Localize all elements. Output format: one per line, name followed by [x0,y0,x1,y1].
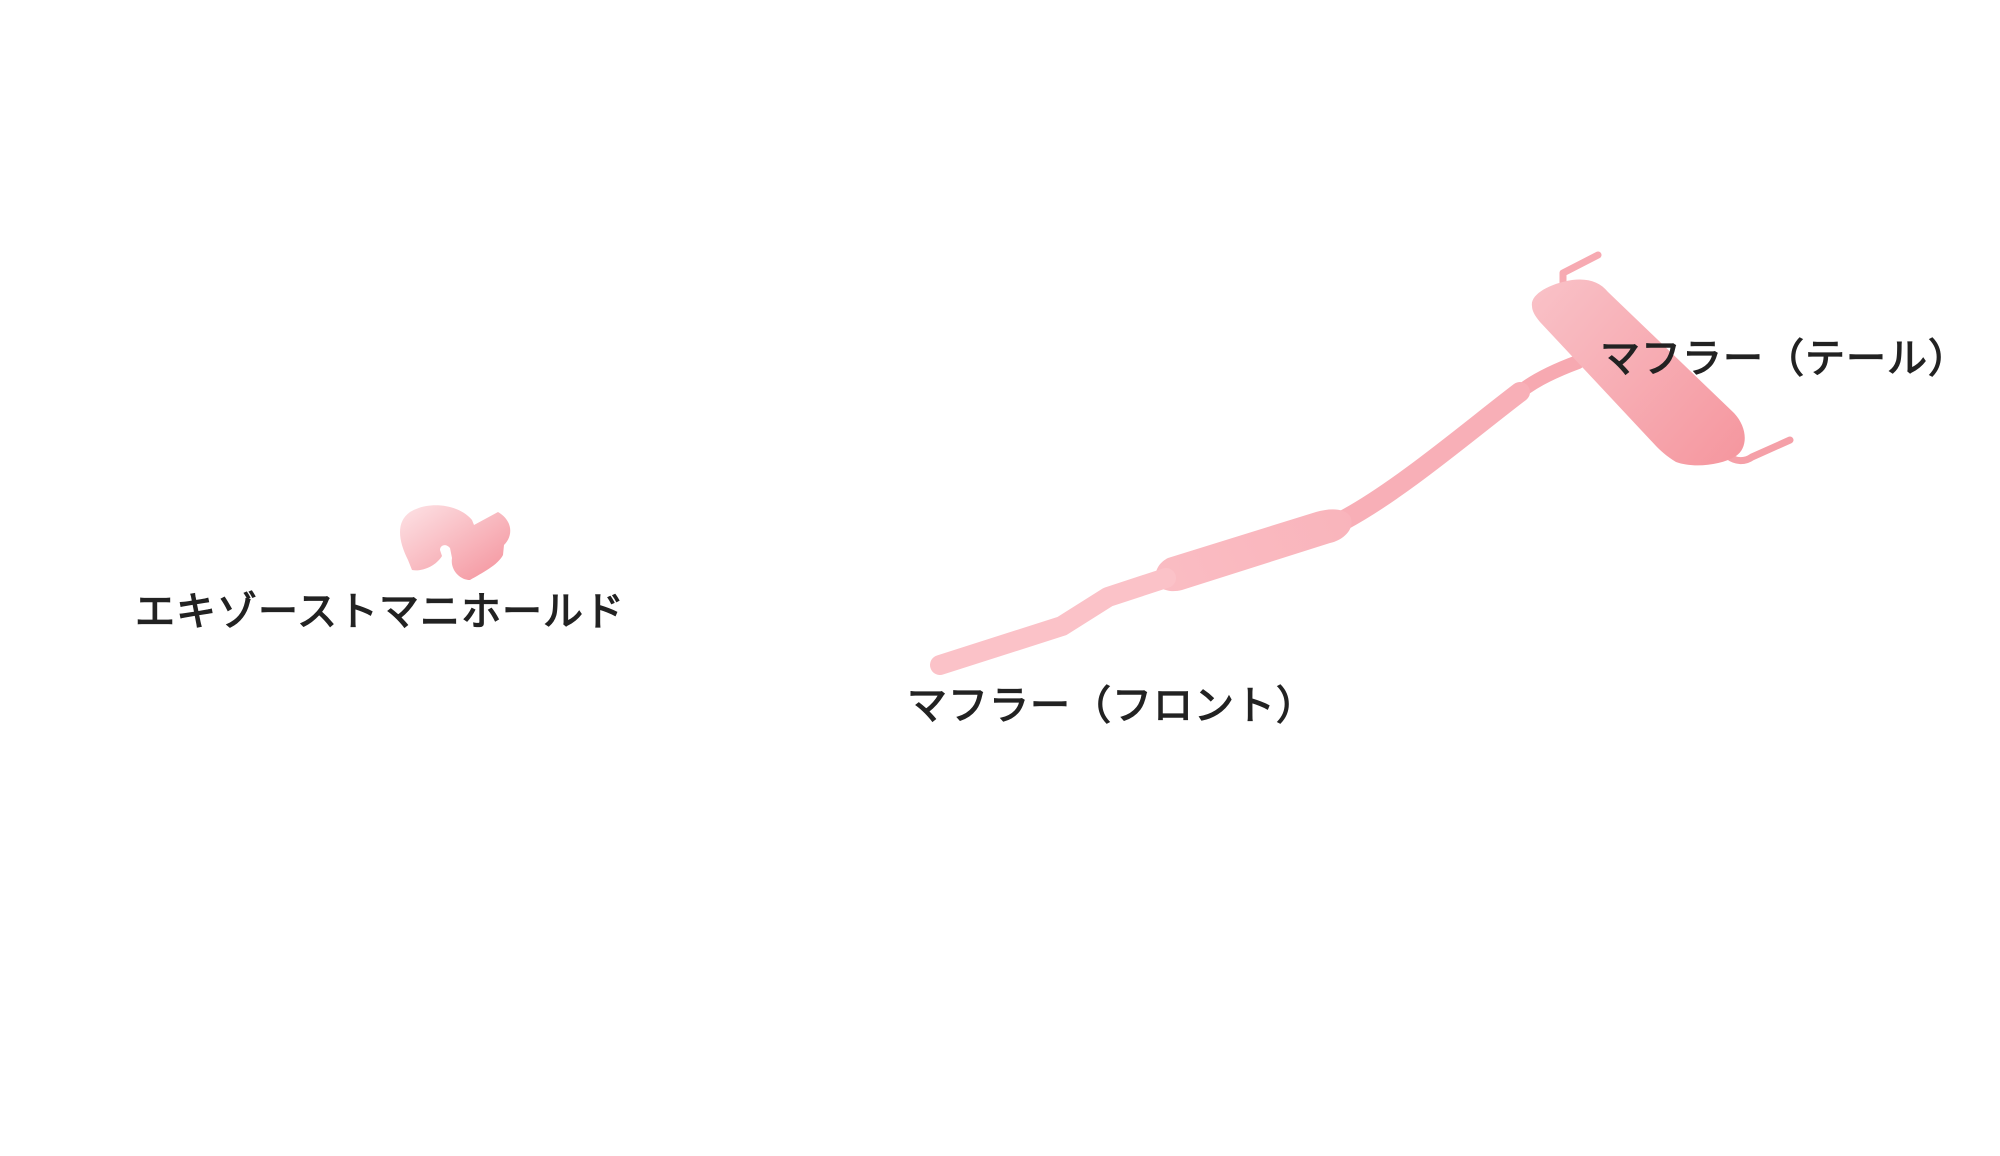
exhaust-manifold-shape [400,505,511,580]
tail-muffler-body [1531,279,1745,466]
front-pipe-upper [1334,382,1530,530]
front-resonator [1155,509,1352,592]
muffler-front-part[interactable] [930,355,1585,675]
muffler-tail-label: マフラー（テール） [1600,336,1969,382]
muffler-tail-part[interactable] [1531,251,1794,466]
muffler-front-label: マフラー（フロント） [907,683,1317,729]
front-pipe-lower [930,568,1176,675]
exhaust-manifold-label: エキゾーストマニホールド [135,589,625,635]
tail-hanger-top [1559,251,1602,288]
exhaust-manifold-part[interactable] [400,505,511,580]
